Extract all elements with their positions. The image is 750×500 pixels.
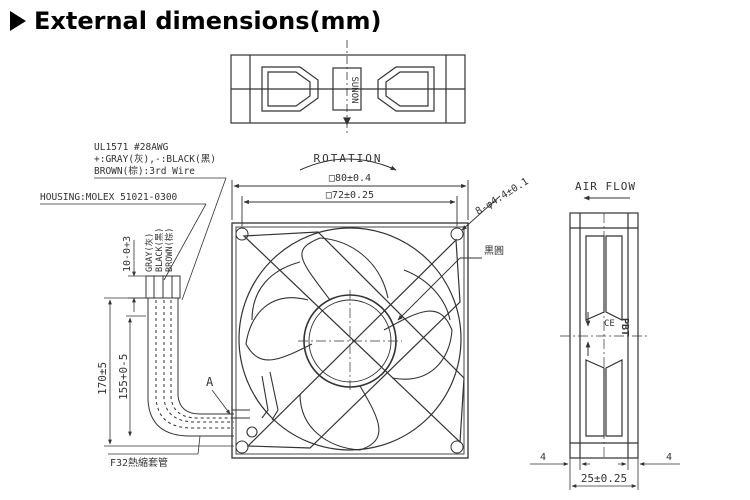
side-depth-dimension: 25±0.25 <box>581 472 627 485</box>
inner-length: 155+0-5 <box>117 354 130 400</box>
top-view-label: SUNON <box>349 76 359 103</box>
housing-spec: HOUSING:MOLEX 51021-0300 <box>40 192 178 203</box>
hub-note: 黒圓 <box>484 245 504 257</box>
section-mark-leader <box>211 389 231 415</box>
top-view <box>230 40 466 135</box>
wire-cable-spec: UL1571 #28AWG <box>94 142 169 153</box>
material-mark: PBT <box>619 318 630 336</box>
fan-blades <box>245 237 453 451</box>
wire-color-brown: BROWN(棕) <box>164 228 175 272</box>
side-dimension-lines <box>530 446 680 490</box>
top-view-right-rib <box>377 66 435 112</box>
mounting-hole-icon <box>235 227 464 454</box>
tube-spec-leader <box>108 435 201 455</box>
section-heading: External dimensions(mm) <box>10 4 381 38</box>
ce-mark-icon: CE <box>604 319 615 329</box>
hole-spec-leader <box>461 195 501 231</box>
front-center-lines <box>298 290 402 392</box>
top-view-left-rib <box>261 66 319 112</box>
hub-note-leader <box>397 257 482 321</box>
wire-spec-leaders <box>40 177 227 301</box>
side-view <box>560 212 648 459</box>
tube-spec: F32熱縮套管 <box>110 456 168 469</box>
connector-housing <box>145 275 181 299</box>
hole-pitch-dimension-line <box>241 196 458 226</box>
front-view <box>231 222 469 459</box>
heading-text: External dimensions(mm) <box>34 7 382 35</box>
fan-frame-outer <box>231 222 469 459</box>
airflow-label: AIR FLOW <box>575 180 636 193</box>
section-mark: A <box>206 375 214 389</box>
outer-dimension-line <box>231 180 469 220</box>
inner-dimension-line <box>126 315 146 437</box>
lead-dimension-line <box>104 297 234 447</box>
side-right-dimension: 4 <box>666 452 672 463</box>
rotation-label: ROTATION <box>314 152 383 165</box>
hole-pitch-dimension: □72±0.25 <box>326 190 374 201</box>
lead-length: 170±5 <box>96 362 109 395</box>
side-left-dimension: 4 <box>540 452 546 463</box>
wire-polarity-spec: +:GRAY(灰),-:BLACK(黑) <box>94 153 216 165</box>
wire-color-black: BLACK(黑) <box>155 228 165 272</box>
cable-bundle <box>147 298 234 437</box>
hole-spec: 8-φ4.4±0.1 <box>474 176 531 217</box>
strip-length: 10-0+3 <box>122 236 133 272</box>
outer-dimension: □80±0.4 <box>329 173 371 184</box>
wire-third-wire-spec: BROWN(棕):3rd Wire <box>94 165 195 177</box>
fan-venturi <box>238 227 462 451</box>
rotation-arrow-icon <box>299 158 397 171</box>
wire-color-gray: GRAY(灰) <box>144 233 155 272</box>
fan-spoke-struts <box>242 231 465 449</box>
heading-arrow-icon <box>10 11 26 31</box>
cable-exit <box>232 371 279 438</box>
